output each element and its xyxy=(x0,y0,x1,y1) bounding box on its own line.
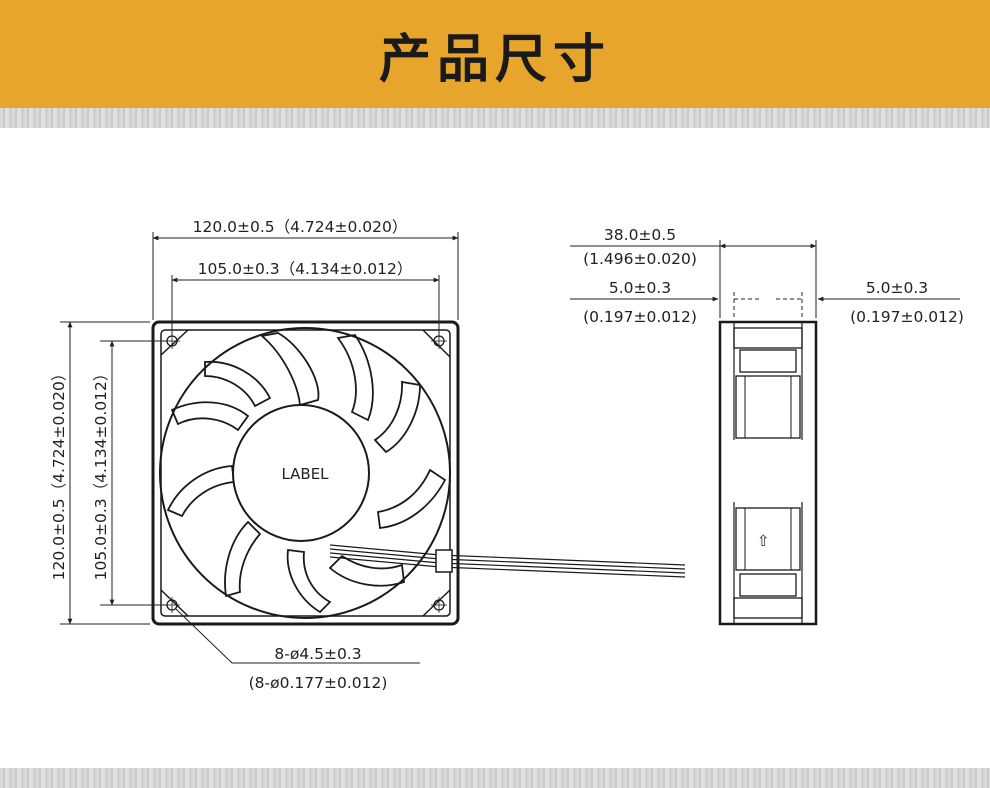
flange-right-dim-in: (0.197±0.012) xyxy=(850,308,964,326)
hole-dim-in: (8-ø0.177±0.012) xyxy=(249,674,388,692)
flange-left-dim-in: (0.197±0.012) xyxy=(583,308,697,326)
airflow-arrow-icon: ⇨ xyxy=(754,534,772,547)
fan-side-view xyxy=(718,320,818,626)
flange-right-dim-mm: 5.0±0.3 xyxy=(866,279,928,297)
front-height-hole-dim: 105.0±0.3（4.134±0.012） xyxy=(92,366,110,581)
side-depth-dim-mm: 38.0±0.5 xyxy=(604,226,676,244)
front-height-outer-dim: 120.0±0.5（4.724±0.020） xyxy=(50,366,68,581)
front-width-hole-dim: 105.0±0.3（4.134±0.012） xyxy=(198,260,413,278)
side-depth-dim-in: (1.496±0.020) xyxy=(583,250,697,268)
front-dimension-lines xyxy=(60,232,459,664)
hole-dim-mm: 8-ø4.5±0.3 xyxy=(274,645,361,663)
header-banner: 产品尺寸 xyxy=(0,0,990,108)
fan-front-view xyxy=(151,320,686,626)
front-width-outer-dim: 120.0±0.5（4.724±0.020） xyxy=(193,218,408,236)
flange-left-dim-mm: 5.0±0.3 xyxy=(609,279,671,297)
bottom-texture-strip xyxy=(0,768,990,788)
page-title: 产品尺寸 xyxy=(378,29,611,90)
side-dimension-lines xyxy=(570,240,960,318)
hub-label: LABEL xyxy=(281,465,329,483)
top-texture-strip xyxy=(0,108,990,128)
